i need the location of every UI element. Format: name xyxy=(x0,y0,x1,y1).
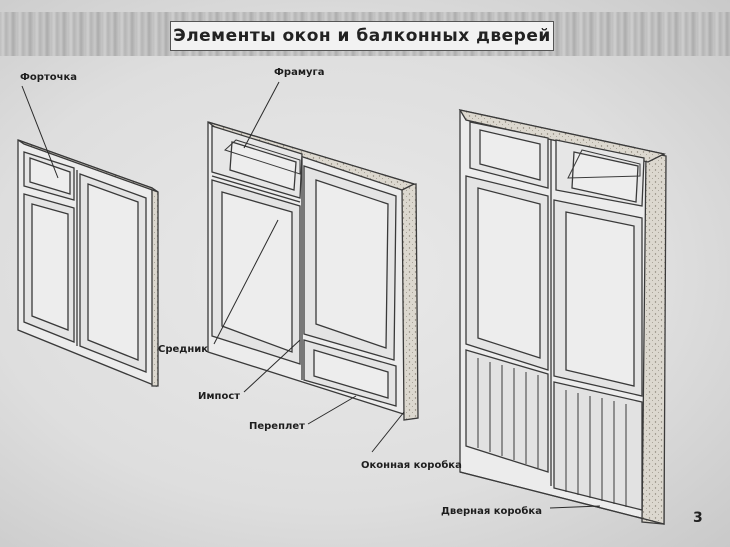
leader-lines xyxy=(21,81,601,509)
window-middle xyxy=(207,121,419,421)
page-number: 3 xyxy=(693,510,703,526)
label-srednik: Средник xyxy=(158,344,209,355)
label-framuga: Фрамуга xyxy=(274,67,325,78)
label-pereplet: Переплет xyxy=(249,421,305,432)
label-fortochka: Форточка xyxy=(20,72,78,83)
slide-title: Элементы окон и балконных дверей xyxy=(173,26,551,46)
window-left xyxy=(17,139,159,387)
label-dvernaya-korobka: Дверная коробка xyxy=(441,506,542,517)
title-box: Элементы окон и балконных дверей xyxy=(170,21,554,51)
label-okonnaya-korobka: Оконная коробка xyxy=(361,460,462,471)
label-impost: Импост xyxy=(198,391,241,402)
balcony-door xyxy=(458,109,667,525)
